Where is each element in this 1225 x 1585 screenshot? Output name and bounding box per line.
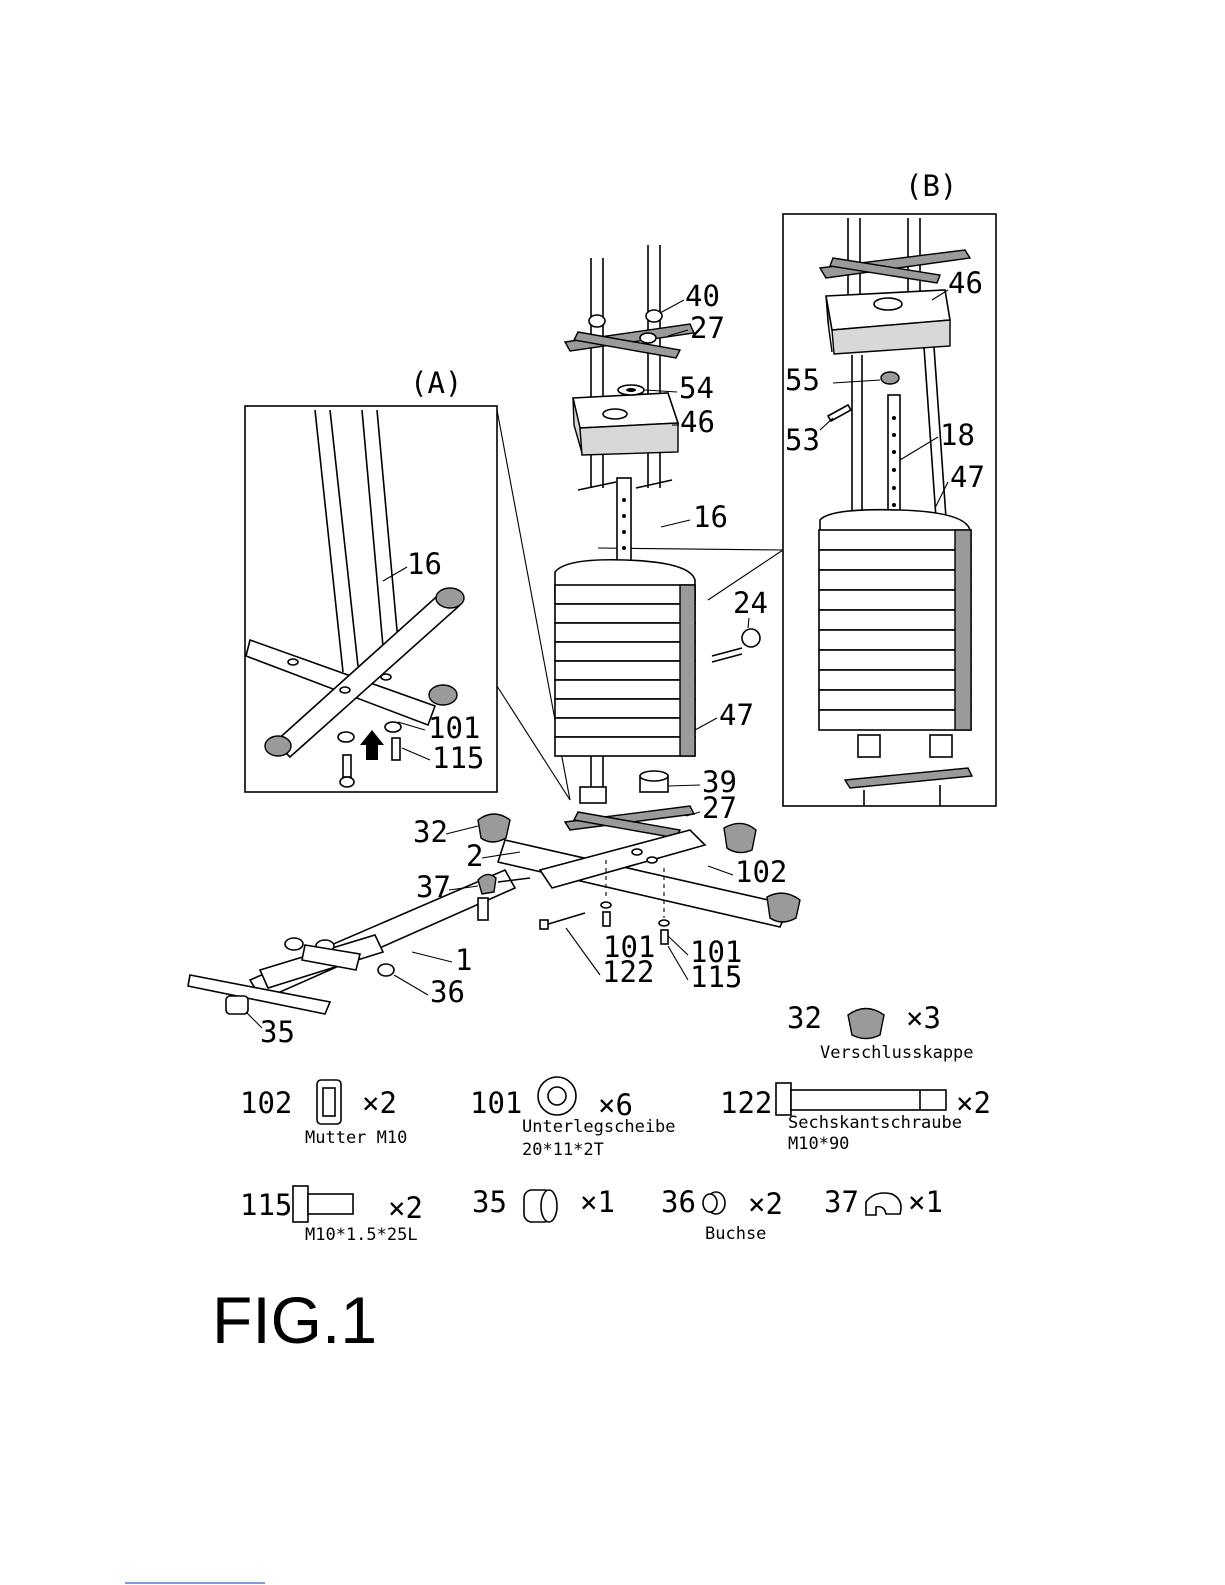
detail-a-callout-1: 101: [428, 711, 480, 745]
hex-nut-icon: [317, 1080, 341, 1124]
bushing-icon: [703, 1192, 725, 1214]
long-bolt-icon: [776, 1083, 946, 1115]
detail-a-label: (A): [410, 366, 462, 400]
part-35-number: 35: [472, 1185, 507, 1219]
detail-b-callout-1: 55: [785, 363, 820, 397]
callout-27-top: 27: [690, 311, 725, 345]
callout-36: 36: [430, 975, 465, 1009]
part-115: 115 ×2 M10*1.5*25L: [240, 1186, 423, 1245]
parts-list: 32 ×3 Verschlusskappe 102 ×2 Mutter M10 …: [240, 1001, 991, 1245]
callout-32: 32: [413, 815, 448, 849]
part-115-spec: M10*1.5*25L: [305, 1225, 418, 1245]
detail-b-weight-stack: [819, 510, 971, 730]
part-101: 101 ×6 Unterlegscheibe 20*11*2T: [470, 1077, 676, 1160]
callout-16: 16: [693, 500, 728, 534]
detail-a: (A) 16 101 115: [245, 366, 497, 792]
detail-b-callout-2: 53: [785, 423, 820, 457]
callout-24: 24: [733, 586, 768, 620]
main-assembly: [188, 245, 800, 1014]
callout-1: 1: [455, 943, 472, 977]
part-32-name: Verschlusskappe: [820, 1043, 974, 1063]
part-35-qty: ×1: [580, 1185, 615, 1219]
callout-122: 122: [602, 955, 654, 989]
main-callouts: 40 27 54 46 16 24 47 39 27 32 2 37 102 1…: [246, 279, 787, 1049]
part-35: 35 ×1: [472, 1185, 615, 1222]
detail-b: (B): [783, 169, 996, 806]
part-36-name: Buchse: [705, 1224, 766, 1244]
detail-a-callout-2: 115: [432, 741, 484, 775]
part-36: 36 ×2 Buchse: [661, 1185, 783, 1244]
part-32-qty: ×3: [906, 1001, 941, 1035]
callout-35: 35: [260, 1015, 295, 1049]
part-115-qty: ×2: [388, 1191, 423, 1225]
part-122-number: 122: [720, 1086, 772, 1120]
callout-102: 102: [735, 855, 787, 889]
detail-b-callout-0: 46: [948, 266, 983, 300]
part-37-qty: ×1: [908, 1185, 943, 1219]
part-122-spec: M10*90: [788, 1134, 849, 1154]
part-37-number: 37: [824, 1185, 859, 1219]
part-37: 37 ×1: [824, 1185, 943, 1219]
part-115-number: 115: [240, 1188, 292, 1222]
part-102: 102 ×2 Mutter M10: [240, 1080, 407, 1148]
main-weight-stack: [555, 560, 695, 756]
part-32-number: 32: [787, 1001, 822, 1035]
callout-46: 46: [680, 405, 715, 439]
part-122: 122 ×2 Sechskantschraube M10*90: [720, 1083, 991, 1154]
part-102-number: 102: [240, 1086, 292, 1120]
callout-2: 2: [466, 839, 483, 873]
callout-54: 54: [679, 371, 714, 405]
detail-a-callout-0: 16: [407, 547, 442, 581]
part-102-name: Mutter M10: [305, 1128, 407, 1148]
part-101-number: 101: [470, 1086, 522, 1120]
callout-37: 37: [416, 870, 451, 904]
tube-cap-icon: [524, 1190, 557, 1222]
part-101-name: Unterlegscheibe: [522, 1117, 676, 1137]
part-122-name: Sechskantschraube: [788, 1113, 962, 1133]
callout-115: 115: [690, 960, 742, 994]
part-36-qty: ×2: [748, 1187, 783, 1221]
detail-b-callout-3: 18: [940, 418, 975, 452]
callout-47: 47: [719, 698, 754, 732]
figure-label: FIG.1: [212, 1283, 377, 1357]
washer-icon: [538, 1077, 576, 1115]
part-101-spec: 20*11*2T: [522, 1140, 604, 1160]
callout-27-bottom: 27: [702, 791, 737, 825]
short-bolt-icon: [293, 1186, 353, 1222]
end-cap-icon: [848, 1009, 884, 1039]
elbow-cap-icon: [866, 1193, 901, 1215]
detail-b-callout-4: 47: [950, 460, 985, 494]
callout-40: 40: [685, 279, 720, 313]
detail-b-label: (B): [905, 169, 957, 203]
part-36-number: 36: [661, 1185, 696, 1219]
part-32: 32 ×3 Verschlusskappe: [787, 1001, 974, 1063]
part-102-qty: ×2: [362, 1086, 397, 1120]
